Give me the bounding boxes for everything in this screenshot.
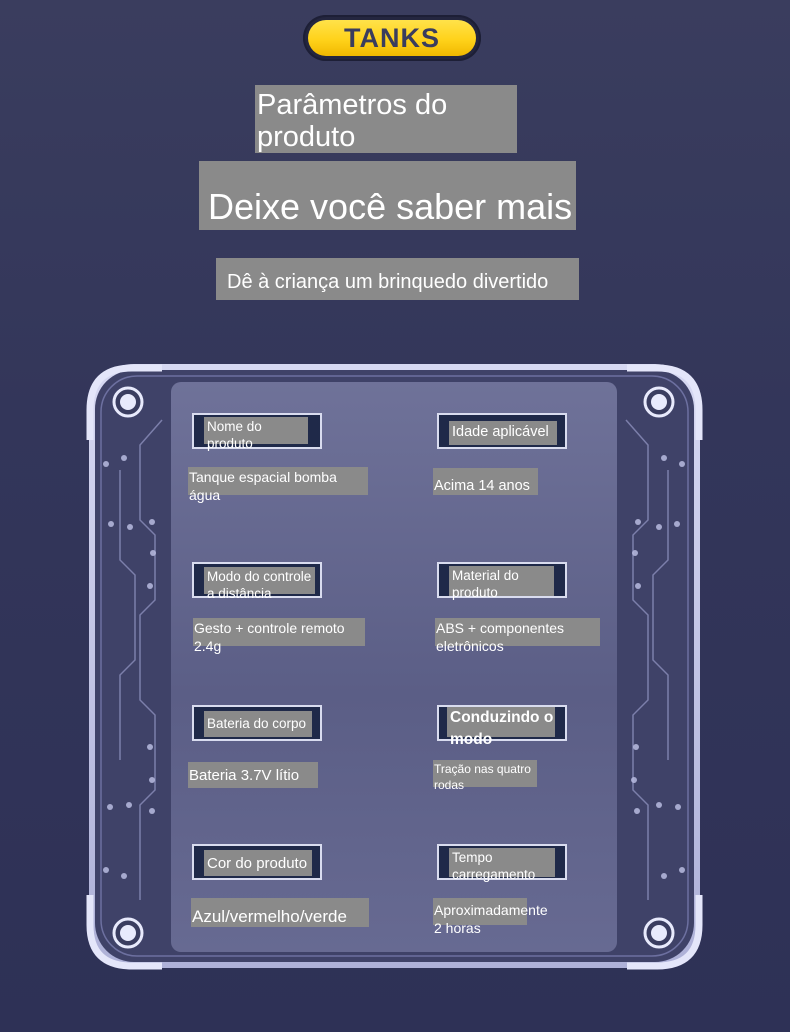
param-label-box: Material do produto xyxy=(437,562,567,600)
param-label: Tempo carregamento xyxy=(449,848,555,882)
headline: Deixe você saber mais xyxy=(199,161,576,230)
param-value: Tanque espacial bomba água xyxy=(188,467,368,503)
param-value: Bateria 3.7V lítio xyxy=(188,762,318,788)
param-label-box: Modo do controle a distância xyxy=(192,562,322,601)
param-label-box: Nome do produto xyxy=(192,413,322,451)
param-label-box: Conduzindo o modo xyxy=(437,705,567,748)
param-label: Bateria do corpo xyxy=(204,711,312,737)
param-value: ABS + componentes eletrônicos xyxy=(435,618,600,654)
param-label: Material do produto xyxy=(449,566,554,600)
param-value: Azul/vermelho/verde xyxy=(191,898,369,927)
param-value: Aproximadamente 2 horas xyxy=(433,898,548,936)
badge-label: TANKS xyxy=(308,20,476,56)
param-label: Idade aplicável xyxy=(449,421,557,445)
param-value: Gesto + controle remoto 2.4g xyxy=(193,618,365,654)
param-label: Modo do controle a distância xyxy=(204,567,315,601)
param-value: Acima 14 anos xyxy=(433,468,538,495)
subtitle: Dê à criança um brinquedo divertido xyxy=(216,258,579,300)
param-label-box: Tempo carregamento xyxy=(437,844,567,882)
param-label: Cor do produto xyxy=(204,850,312,876)
param-label-box: Idade aplicável xyxy=(437,413,567,449)
page-title: Parâmetros do produto xyxy=(255,85,517,153)
param-label: Nome do produto xyxy=(204,417,308,451)
tanks-badge: TANKS xyxy=(303,15,481,61)
param-label-box: Bateria do corpo xyxy=(192,705,322,741)
param-label-box: Cor do produto xyxy=(192,844,322,880)
param-label: Conduzindo o modo xyxy=(447,707,555,748)
param-value: Tração nas quatro rodas xyxy=(433,760,537,792)
